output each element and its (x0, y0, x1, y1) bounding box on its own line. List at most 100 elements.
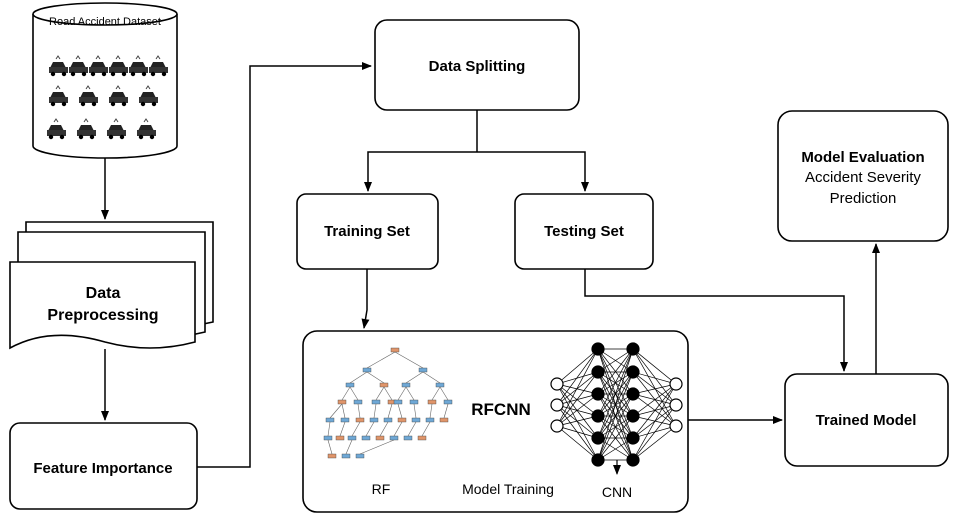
car-crash-icons (47, 55, 168, 140)
tree-node (397, 417, 407, 423)
car-silhouette-icon (137, 118, 156, 140)
model-evaluation-title: Model Evaluation (801, 149, 924, 166)
connectors (101, 62, 880, 468)
car-silhouette-icon (109, 85, 128, 107)
neuron-node (591, 387, 605, 401)
tree-node (327, 453, 337, 459)
edge-testing-to-trained (584, 269, 848, 372)
neuron-node (591, 431, 605, 445)
tree-node (345, 382, 355, 388)
tree-node (417, 435, 427, 441)
tree-node (390, 347, 400, 353)
car-silhouette-icon (109, 55, 128, 77)
tree-node (375, 435, 385, 441)
trained-model-label: Trained Model (816, 412, 917, 429)
tree-node (337, 399, 347, 405)
neuron-node (591, 342, 605, 356)
neural-network-icon (550, 342, 683, 475)
dataset-label: Road Accident Dataset (49, 16, 161, 28)
neuron-node (669, 419, 683, 433)
neuron-node (626, 431, 640, 445)
tree-node (355, 417, 365, 423)
neuron-node (626, 409, 640, 423)
feature-importance-label: Feature Importance (33, 460, 172, 477)
tree-node (403, 435, 413, 441)
tree-node (379, 382, 389, 388)
preprocessing-documents: Data Preprocessing (9, 221, 214, 350)
tree-node (369, 417, 379, 423)
neuron-node (550, 377, 564, 391)
car-silhouette-icon (79, 85, 98, 107)
rf-label: RF (372, 481, 391, 497)
edge-splitting-to-testing (477, 151, 589, 192)
tree-node (355, 453, 365, 459)
car-silhouette-icon (149, 55, 168, 77)
tree-node (418, 367, 428, 373)
preprocessing-label-line2: Preprocessing (47, 307, 158, 324)
car-silhouette-icon (69, 55, 88, 77)
tree-node (353, 399, 363, 405)
neuron-node (669, 398, 683, 412)
tree-node (371, 399, 381, 405)
tree-node (401, 382, 411, 388)
car-silhouette-icon (47, 118, 66, 140)
tree-node (439, 417, 449, 423)
data-splitting-label: Data Splitting (429, 58, 526, 75)
tree-node (425, 417, 435, 423)
neuron-node (669, 377, 683, 391)
tree-node (323, 435, 333, 441)
neuron-node (550, 398, 564, 412)
feature-importance-box: Feature Importance (9, 422, 198, 510)
neuron-node (626, 365, 640, 379)
decision-tree-icon (323, 347, 453, 459)
tree-node (325, 417, 335, 423)
tree-node (411, 417, 421, 423)
car-silhouette-icon (77, 118, 96, 140)
neuron-node (626, 453, 640, 467)
tree-node (435, 382, 445, 388)
tree-node (361, 435, 371, 441)
neuron-node (626, 342, 640, 356)
training-set-box: Training Set (296, 193, 439, 270)
testing-set-label: Testing Set (544, 223, 624, 240)
neuron-node (591, 409, 605, 423)
tree-node (393, 399, 403, 405)
car-silhouette-icon (49, 85, 68, 107)
edge-feature-to-splitting (197, 62, 372, 468)
tree-node (389, 435, 399, 441)
car-silhouette-icon (49, 55, 68, 77)
trained-model-box: Trained Model (784, 373, 949, 467)
tree-node (443, 399, 453, 405)
neuron-node (591, 365, 605, 379)
neuron-node (591, 453, 605, 467)
rfcnn-label: RFCNN (471, 400, 531, 419)
tree-node (409, 399, 419, 405)
tree-node (347, 435, 357, 441)
edge-training-to-rfcnn (361, 269, 370, 329)
cnn-label: CNN (602, 484, 632, 500)
car-silhouette-icon (139, 85, 158, 107)
neuron-node (626, 387, 640, 401)
model-evaluation-box: Model Evaluation Accident Severity Predi… (777, 110, 949, 242)
neuron-node (550, 419, 564, 433)
car-silhouette-icon (107, 118, 126, 140)
data-splitting-box: Data Splitting (374, 19, 580, 111)
tree-node (340, 417, 350, 423)
car-silhouette-icon (89, 55, 108, 77)
testing-set-box: Testing Set (514, 193, 654, 270)
edge-splitting-to-training (364, 151, 477, 192)
rfcnn-box: RFCNN RF Model Training CNN (302, 330, 689, 513)
dataset-cylinder: Road Accident Dataset (32, 2, 178, 159)
model-training-label: Model Training (462, 481, 554, 497)
tree-node (427, 399, 437, 405)
preprocessing-label-line1: Data (86, 285, 121, 302)
tree-node (335, 435, 345, 441)
model-evaluation-line3: Prediction (830, 190, 897, 207)
car-silhouette-icon (129, 55, 148, 77)
tree-node (341, 453, 351, 459)
training-set-label: Training Set (324, 223, 410, 240)
model-evaluation-line2: Accident Severity (805, 169, 921, 186)
tree-node (383, 417, 393, 423)
tree-node (362, 367, 372, 373)
